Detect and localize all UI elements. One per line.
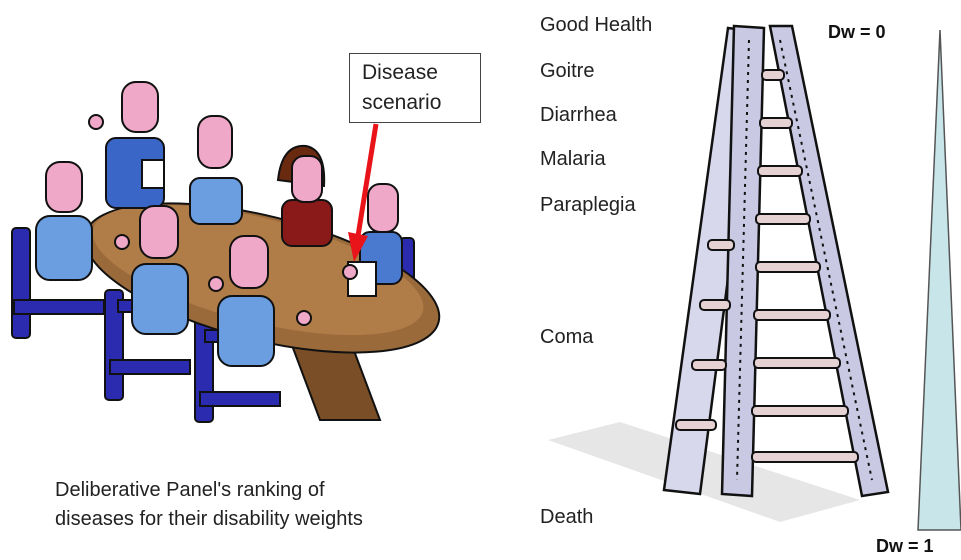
callout-line-1: Disease: [362, 58, 480, 88]
disease-scenario-callout: Disease scenario: [349, 53, 481, 123]
ladder-label-malaria: Malaria: [540, 148, 606, 171]
panel-illustration: [12, 82, 454, 422]
ladder-label-goitre: Goitre: [540, 60, 594, 83]
ladder-label-paraplegia: Paraplegia: [540, 194, 636, 217]
ladder-label-good-health: Good Health: [540, 14, 652, 37]
callout-line-2: scenario: [362, 88, 480, 118]
disability-scale-triangle: [918, 30, 961, 530]
scale-top-label: Dw = 0: [828, 22, 886, 43]
ladder-illustration: [548, 26, 888, 522]
ladder-label-death: Death: [540, 506, 593, 529]
panel-caption: Deliberative Panel's ranking of diseases…: [55, 476, 395, 534]
ladder-label-coma: Coma: [540, 326, 593, 349]
ladder-label-diarrhea: Diarrhea: [540, 104, 617, 127]
scale-bottom-label: Dw = 1: [876, 536, 934, 557]
